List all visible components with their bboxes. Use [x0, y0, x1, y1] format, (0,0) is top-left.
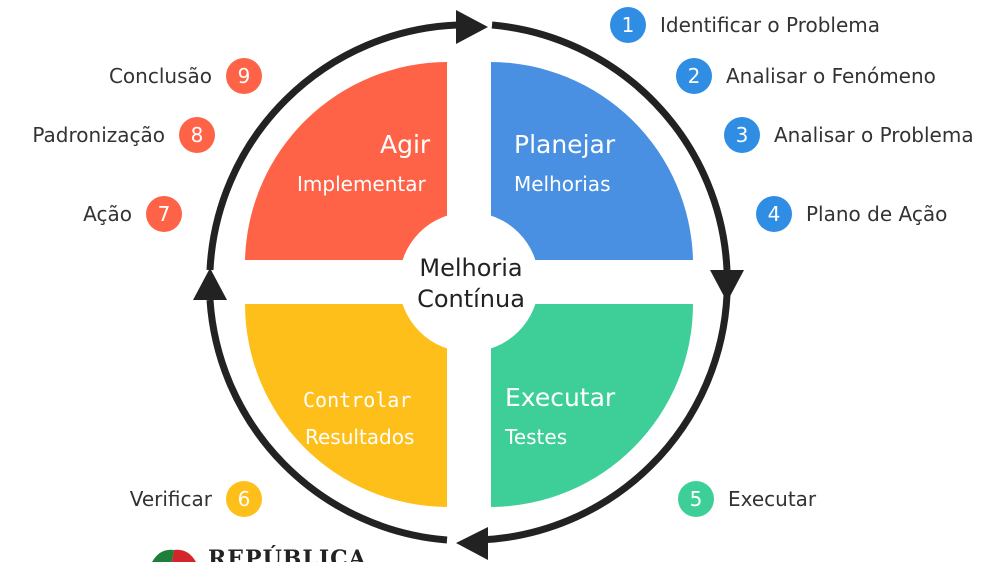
arrow-right-icon	[456, 10, 488, 44]
quadrant-act-shape	[245, 62, 447, 260]
cycle-arc-bottom-left	[206, 299, 448, 544]
cycle-arc-bottom-right	[479, 294, 731, 544]
step-7-label: Ação	[83, 202, 132, 226]
quadrant-plan-shape	[491, 62, 693, 260]
step-1: 1 Identificar o Problema	[610, 7, 880, 43]
flag-icon	[150, 546, 198, 562]
step-2-label: Analisar o Fenómeno	[726, 64, 936, 88]
quadrant-check-shape	[245, 304, 447, 507]
step-3-label: Analisar o Problema	[774, 123, 974, 147]
republica-logo: REPÚBLICA	[150, 546, 367, 562]
quadrant-act-subtitle: Implementar	[297, 172, 426, 196]
quadrant-act-title: Agir	[380, 130, 431, 159]
cycle-ring	[206, 21, 731, 544]
step-4-label: Plano de Ação	[806, 202, 948, 226]
center-label-line1: Melhoria	[419, 254, 523, 282]
quadrant-do-subtitle: Testes	[505, 425, 568, 449]
arrow-up-icon	[193, 268, 227, 300]
step-7-badge: 7	[146, 196, 182, 232]
center-label: Melhoria Contínua	[400, 253, 542, 315]
step-3: 3 Analisar o Problema	[724, 117, 974, 153]
quadrant-plan-subtitle: Melhorias	[514, 172, 611, 196]
step-5-label: Executar	[728, 487, 817, 511]
step-2-badge: 2	[676, 58, 712, 94]
step-5: 5 Executar	[678, 481, 816, 517]
logo-text: REPÚBLICA	[208, 546, 367, 562]
arrow-left-icon	[456, 527, 488, 560]
quadrant-plan-title: Planejar	[514, 130, 616, 159]
step-6: Verificar 6	[130, 481, 262, 517]
cycle-arc-top-left	[206, 21, 458, 271]
step-6-badge: 6	[226, 481, 262, 517]
step-8-badge: 8	[179, 117, 215, 153]
quadrant-do-shape	[491, 304, 693, 507]
step-9-label: Conclusão	[108, 64, 212, 88]
step-4: 4 Plano de Ação	[756, 196, 947, 232]
quadrant-check-subtitle: Resultados	[305, 425, 415, 449]
step-8: Padronização 8	[32, 117, 215, 153]
step-9: Conclusão 9	[109, 58, 262, 94]
step-7: Ação 7	[83, 196, 182, 232]
cycle-arc-top-right	[491, 21, 731, 271]
center-circle	[399, 212, 539, 352]
cycle-arrowheads	[193, 10, 744, 560]
step-8-label: Padronização	[32, 123, 165, 147]
step-4-badge: 4	[756, 196, 792, 232]
center-label-line2: Contínua	[417, 285, 525, 313]
step-5-badge: 5	[678, 481, 714, 517]
step-1-label: Identificar o Problema	[660, 13, 881, 37]
step-6-label: Verificar	[129, 487, 212, 511]
step-3-badge: 3	[724, 117, 760, 153]
quadrant-do-title: Executar	[505, 383, 616, 412]
arrow-down-icon	[710, 270, 744, 302]
step-9-badge: 9	[226, 58, 262, 94]
step-2: 2 Analisar o Fenómeno	[676, 58, 936, 94]
quadrant-check-title: Controlar	[303, 388, 412, 412]
step-1-badge: 1	[610, 7, 646, 43]
